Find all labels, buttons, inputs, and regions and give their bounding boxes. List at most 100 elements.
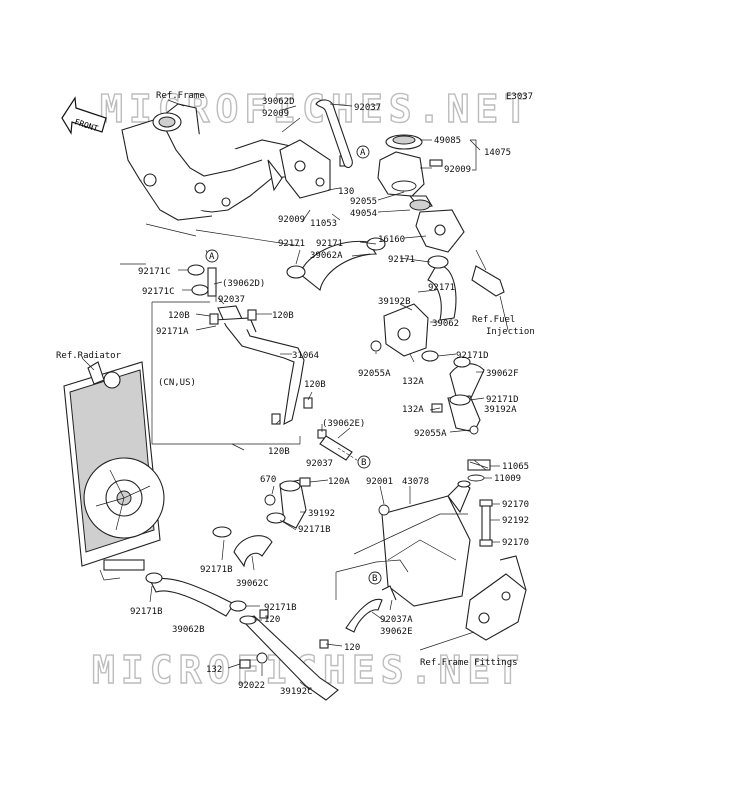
part-label: 39062B (172, 625, 205, 635)
part-label: 31064 (292, 351, 319, 361)
thermostat-housing (377, 134, 465, 253)
callout-a-left-label: A (209, 252, 215, 262)
part-label: 39062C (236, 579, 269, 589)
part-label: 14075 (484, 148, 511, 158)
part-label: 120B (304, 380, 326, 390)
part-label: 39192B (378, 297, 411, 307)
part-label: 92009 (262, 109, 289, 119)
part-label: 120B (272, 311, 294, 321)
part-label: 132A (402, 377, 424, 387)
hose-39062F (449, 363, 485, 401)
part-label: 92170 (502, 500, 529, 510)
sensor-fuel-injection (471, 249, 505, 297)
clamps-92171C (187, 264, 209, 296)
part-label: 92170 (502, 538, 529, 548)
hose-92037-top (315, 99, 353, 169)
bracket-frame-fittings (465, 555, 527, 641)
part-label: 39062F (486, 369, 519, 379)
part-label: 92171B (130, 607, 163, 617)
part-label: 39192A (484, 405, 517, 415)
part-label: 92055A (358, 369, 391, 379)
part-label: 120 (264, 615, 280, 625)
callout-b-low-label: B (372, 574, 377, 584)
part-label: 92009 (444, 165, 471, 175)
hose-39062D (207, 267, 217, 297)
part-label: 39192C (280, 687, 313, 697)
part-label: 49054 (350, 209, 377, 219)
hose-39062B (145, 572, 247, 617)
pipe-39192C (239, 609, 339, 701)
part-label: 92037 (218, 295, 245, 305)
hose-39062E-upper (317, 429, 353, 461)
part-label: 39192 (308, 509, 335, 519)
ref-injection-label: Injection (486, 327, 535, 337)
part-label: 92171B (200, 565, 233, 575)
part-label: 92171B (298, 525, 331, 535)
ref-frame-fittings-label: Ref.Frame Fittings (420, 658, 518, 668)
part-label: 92171C (138, 267, 171, 277)
fitting-39192B (370, 303, 439, 362)
part-label: 39062D (262, 97, 295, 107)
fitting-39192 (264, 477, 311, 529)
hose-39062E-lower (345, 585, 397, 633)
dashed-reference-lines (337, 447, 379, 583)
part-label: 49085 (434, 136, 461, 146)
reservoir-tank-43078 (353, 480, 471, 607)
part-label: 92171 (388, 255, 415, 265)
cn-us-inset-box (151, 301, 313, 445)
part-label: (39062D) (222, 279, 265, 289)
variant-note: (CN,US) (158, 378, 196, 388)
clamp-92171D (453, 356, 471, 368)
part-label: 92022 (238, 681, 265, 691)
part-label: 11009 (494, 474, 521, 484)
part-label: 11065 (502, 462, 529, 472)
part-label: 92171A (156, 327, 189, 337)
part-label: 92171 (278, 239, 305, 249)
part-label: 39062E (380, 627, 413, 637)
part-label: 132A (402, 405, 424, 415)
part-label: 43078 (402, 477, 429, 487)
callout-a-top-label: A (360, 148, 366, 158)
diagram-code: E3037 (506, 92, 533, 102)
hose-39062C (212, 526, 273, 568)
callout-b-mid: B (357, 455, 371, 469)
part-label: 39062 (432, 319, 459, 329)
ref-frame-label: Ref.Frame (156, 91, 205, 101)
part-label: 92037 (306, 459, 333, 469)
ref-fuel-label: Ref.Fuel (472, 315, 515, 325)
part-label: 92055A (414, 429, 447, 439)
part-label: 92192 (502, 516, 529, 526)
part-label: 92037A (380, 615, 413, 625)
part-label: 120A (328, 477, 350, 487)
hose-39062 (427, 255, 457, 321)
part-label: 92055 (350, 197, 377, 207)
part-label: (39062E) (322, 419, 365, 429)
hose-39062A (286, 237, 386, 291)
part-label: 120B (268, 447, 290, 457)
part-label: 39062A (310, 251, 343, 261)
part-label: 130 (338, 187, 354, 197)
part-label: 92171 (316, 239, 343, 249)
part-label: 92171D (456, 351, 489, 361)
part-label: 92171D (486, 395, 519, 405)
callout-a-top: A (356, 145, 370, 159)
callout-b-low: B (368, 571, 382, 585)
part-label: 120B (168, 311, 190, 321)
part-label: 120 (344, 643, 360, 653)
hose-92192 (479, 499, 493, 547)
part-label: 92171 (428, 283, 455, 293)
callout-a-left: A (205, 249, 219, 263)
part-label: 670 (260, 475, 276, 485)
part-label: 92001 (366, 477, 393, 487)
part-label: 16160 (378, 235, 405, 245)
part-label: 92037 (354, 103, 381, 113)
callout-b-mid-label: B (361, 458, 366, 468)
ref-radiator-label: Ref.Radiator (56, 351, 122, 361)
cap-11065 (467, 459, 491, 482)
part-label: 92171B (264, 603, 297, 613)
part-label: 11053 (310, 219, 337, 229)
part-label: 92171C (142, 287, 175, 297)
inset-b-border (335, 559, 409, 573)
frame-drawing (121, 103, 301, 221)
